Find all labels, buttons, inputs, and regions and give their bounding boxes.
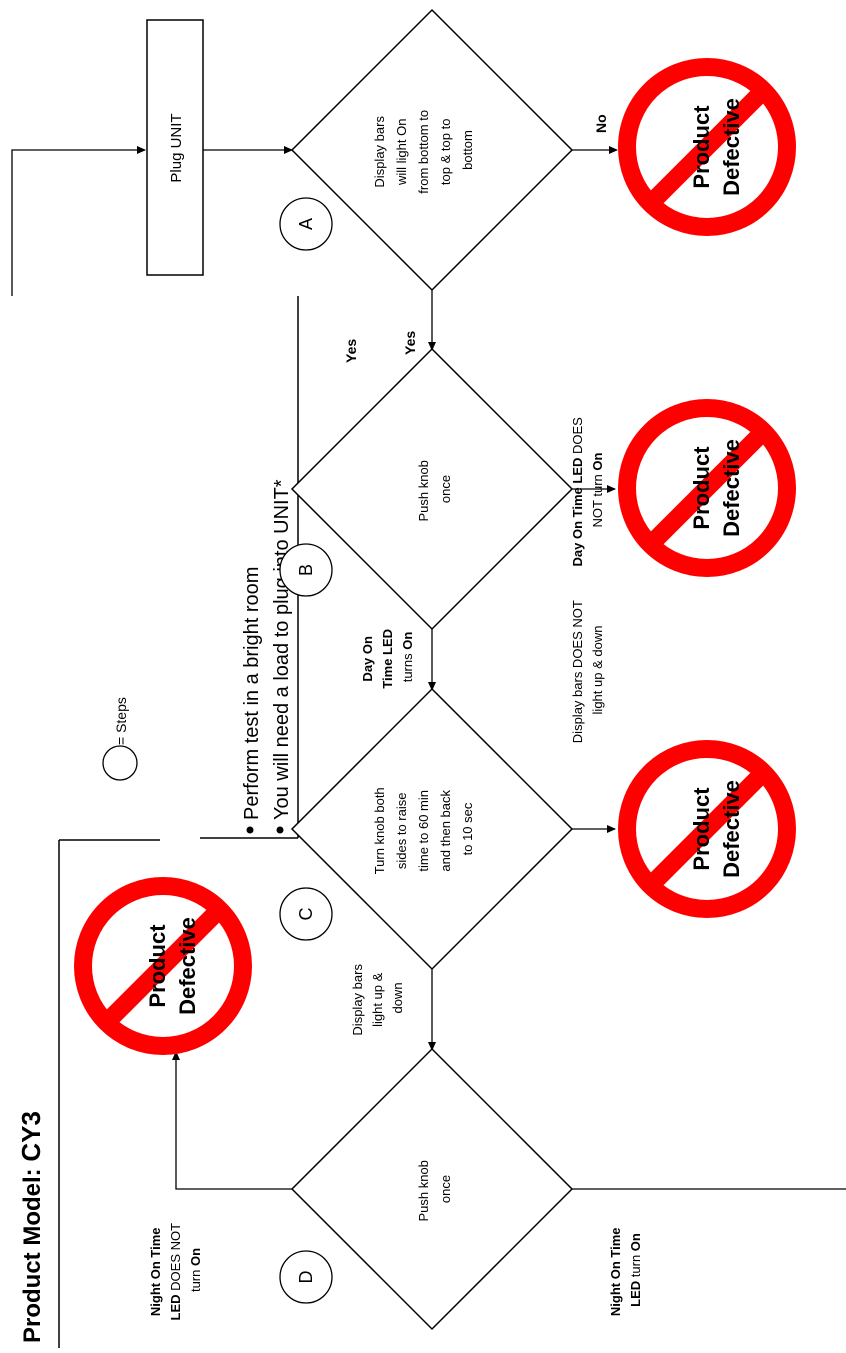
svg-text:B: B xyxy=(296,564,316,576)
c-fail-label: Display bars DOES NOT light up & down xyxy=(570,597,605,743)
step-c-line-3: time to 60 min xyxy=(416,790,431,872)
svg-text:Push knob once: Push knob once xyxy=(416,456,453,521)
defective-symbol-a: Product Defective xyxy=(618,58,796,236)
plug-unit-label: Plug UNIT xyxy=(168,113,185,182)
svg-text:Defective: Defective xyxy=(175,917,200,1015)
decision-b: Push knob once xyxy=(290,347,574,631)
step-c-marker: C xyxy=(279,887,333,941)
prohibit-icon xyxy=(74,877,252,1055)
prohibit-icon xyxy=(618,740,796,918)
svg-text:A: A xyxy=(296,218,316,230)
defective-symbol-d: Product Defective xyxy=(74,877,252,1055)
decision-a: Display bars will light On from bottom t… xyxy=(290,8,574,292)
step-b-line-1: Push knob xyxy=(416,460,431,521)
note-line-1: Perform test in a bright room xyxy=(241,567,263,820)
start-connector xyxy=(11,146,146,296)
step-b-marker: B xyxy=(279,543,333,597)
defective-symbol-c: Product Defective xyxy=(618,740,796,918)
step-a-line-4: top & top to xyxy=(438,119,453,186)
b-fail-label: Day On Time LED DOES NOT turn On xyxy=(570,414,605,567)
step-c-line-2: sides to raise xyxy=(394,793,409,870)
svg-text:Product: Product xyxy=(689,105,714,189)
step-c-line-1: Turn knob both xyxy=(372,787,387,874)
page-title: Product Model: CY3 xyxy=(16,1111,46,1343)
step-circle-icon xyxy=(102,745,138,781)
decision-c: Turn knob both sides to raise time to 60… xyxy=(290,687,574,971)
svg-text:Defective: Defective xyxy=(719,780,744,878)
legend: = Steps xyxy=(102,697,138,781)
legend-text: = Steps xyxy=(113,697,129,745)
svg-text:Push knob once: Push knob once xyxy=(416,1156,453,1221)
svg-text:D: D xyxy=(296,1271,316,1284)
d-pass-label: Night On Time LED turn On xyxy=(608,1224,643,1316)
d-fail-arrow xyxy=(172,1051,292,1190)
step-d-line-1: Push knob xyxy=(416,1160,431,1221)
step-a-line-5: bottom xyxy=(460,130,475,170)
prohibit-icon xyxy=(618,58,796,236)
decision-d: Push knob once xyxy=(290,1047,574,1331)
step-c-line-5: to 10 sec xyxy=(460,802,475,855)
svg-text:Turn knob both sides to: Turn knob both sides to raise time to 60… xyxy=(372,784,475,875)
note-line-2: You will need a load to plug into UNIT* xyxy=(271,479,293,820)
title-box: Product Model: CY3 xyxy=(16,839,160,1348)
defective-symbol-b: Product Defective xyxy=(618,399,796,577)
svg-text:Product: Product xyxy=(689,787,714,871)
step-a-marker: A xyxy=(279,197,333,251)
prohibit-icon xyxy=(618,399,796,577)
step-c-line-4: and then back xyxy=(438,789,453,871)
svg-text:Display bars will light: Display bars will light On from bottom t… xyxy=(372,106,475,193)
step-a-line-1: Display bars xyxy=(372,116,387,188)
step-b-line-2: once xyxy=(438,475,453,503)
d-fail-label: Night On Time LED DOES NOT turn On xyxy=(148,1220,203,1321)
b-pass-label: Day On Time LED turns On xyxy=(360,625,415,688)
a-no-label: No xyxy=(593,114,609,133)
svg-text:C: C xyxy=(296,908,316,921)
plug-unit-box: Plug UNIT xyxy=(146,19,204,276)
step-a-line-3: from bottom to xyxy=(416,110,431,194)
yes-label-outer: Yes xyxy=(343,339,359,363)
yes-label-inner: Yes xyxy=(402,331,418,355)
step-d-line-2: once xyxy=(438,1175,453,1203)
svg-text:Defective: Defective xyxy=(719,98,744,196)
svg-text:Product: Product xyxy=(145,924,170,1008)
step-a-line-2: will light On xyxy=(394,119,409,186)
c-pass-label: Display bars light up & down xyxy=(350,960,405,1035)
step-d-marker: D xyxy=(279,1250,333,1304)
svg-text:Defective: Defective xyxy=(719,439,744,537)
svg-text:Product: Product xyxy=(689,446,714,530)
